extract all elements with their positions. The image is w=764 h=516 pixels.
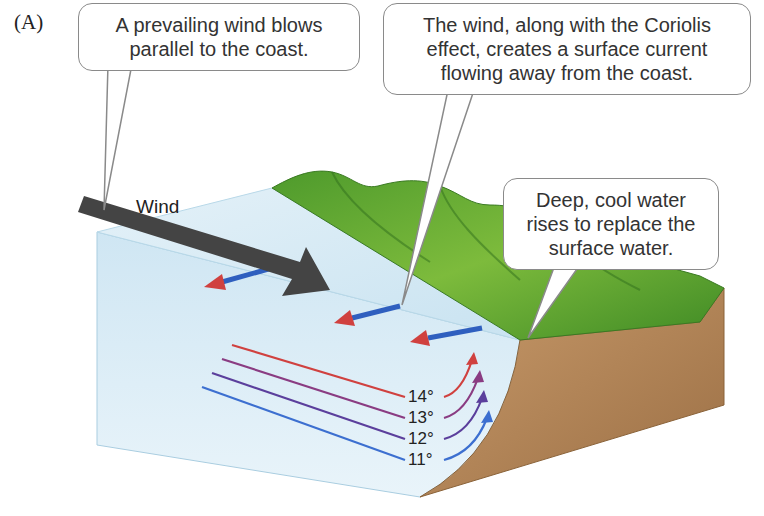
callout-bubble: Deep, cool water rises to replace the su… xyxy=(503,178,719,270)
temperature-label: 11° xyxy=(408,450,432,470)
panel-letter: (A) xyxy=(14,10,43,35)
coastal-hills xyxy=(272,171,724,340)
surface-current-arrows xyxy=(204,268,482,346)
callout-text: The wind, along with the Coriolis effect… xyxy=(396,13,738,85)
temperature-label: 12° xyxy=(408,429,434,449)
wind-label: Wind xyxy=(136,196,179,218)
callout-text: A prevailing wind blows parallel to the … xyxy=(91,13,347,61)
isotherms xyxy=(202,345,487,460)
temperature-label: 14° xyxy=(408,387,434,407)
upwelling-arrowheads xyxy=(466,352,493,423)
wind-arrow xyxy=(78,196,330,296)
callout-bubble: The wind, along with the Coriolis effect… xyxy=(383,3,751,95)
callout-bubble: A prevailing wind blows parallel to the … xyxy=(78,3,360,71)
temperature-label: 13° xyxy=(408,408,434,428)
callout-text: Deep, cool water rises to replace the su… xyxy=(516,188,706,260)
